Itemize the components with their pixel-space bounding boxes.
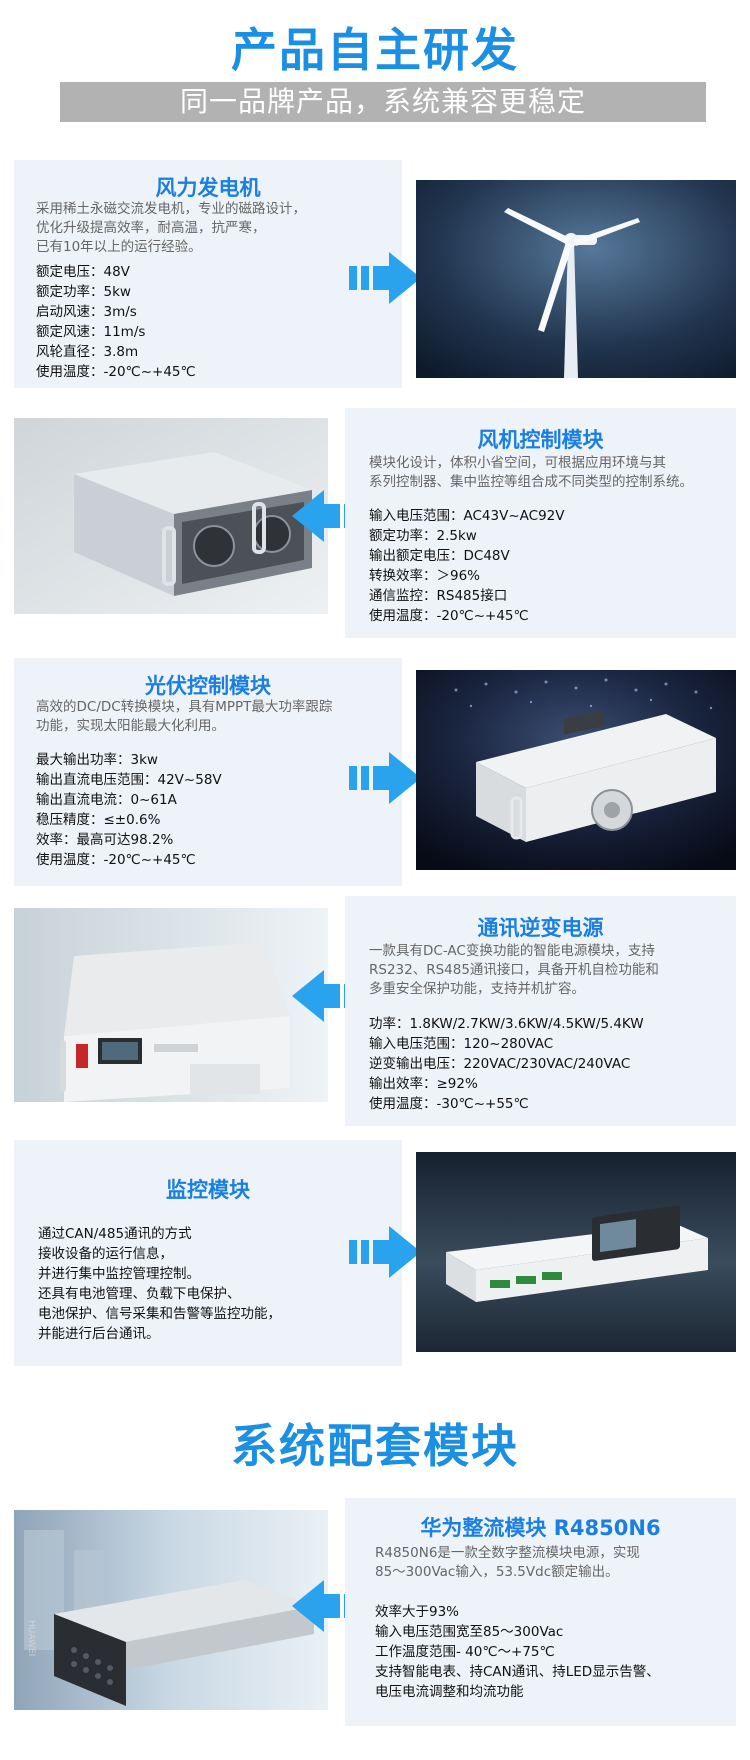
spec-item: 使用温度：-20℃~+45℃ [36,364,196,380]
huawei-rectifier-image: HUAWEI [14,1510,328,1710]
spec-item: 支持智能电表、持CAN通讯、持LED显示告警、 [375,1664,660,1680]
spec-item: 并进行集中监控管理控制。 [38,1266,200,1282]
section-description: R4850N6是一款全数字整流模块电源，实现 85～300Vac输入，53.5V… [375,1545,640,1580]
spec-item: 额定功率：5kw [36,284,131,300]
spec-item: 风轮直径：3.8m [36,344,139,360]
spec-item: 额定功率：2.5kw [369,528,477,544]
section-description: 一款具有DC-AC变换功能的智能电源模块，支持 RS232、RS485通讯接口，… [369,943,659,997]
spec-item: 输出额定电压：DC48V [369,548,510,564]
spec-item: 逆变输出电压：220VAC/230VAC/240VAC [369,1056,631,1072]
spec-item: 使用温度：-20℃~+45℃ [369,608,529,624]
subtitle-banner: 同一品牌产品，系统兼容更稳定 [60,82,706,122]
section-title: 光伏控制模块 [145,674,271,698]
spec-list: 输入电压范围：AC43V~AC92V 额定功率：2.5kw 输出额定电压：DC4… [369,506,565,626]
spec-item: 输出直流电流：0~61A [36,792,177,808]
spec-item: 并能进行后台通讯。 [38,1326,160,1342]
spec-item: 输入电压范围：AC43V~AC92V [369,508,565,524]
spec-list: 额定电压：48V 额定功率：5kw 启动风速：3m/s 额定风速：11m/s 风… [36,262,196,382]
pv-control-module-image [416,670,736,870]
huawei-rectifier-panel: 华为整流模块 R4850N6 R4850N6是一款全数字整流模块电源，实现 85… [345,1498,736,1726]
page-title: 产品自主研发 [231,23,519,77]
fan-control-module-image [14,418,328,614]
spec-item: 额定风速：11m/s [36,324,146,340]
spec-item: 输入电压范围：120~280VAC [369,1036,554,1052]
arrow-right-icon [345,250,441,306]
spec-item: 最大输出功率：3kw [36,752,158,768]
monitoring-module-panel: 监控模块 通过CAN/485通讯的方式 接收设备的运行信息， 并进行集中监控管理… [14,1140,402,1366]
spec-item: 通信监控：RS485接口 [369,588,508,604]
wind-generator-panel: 风力发电机 采用稀土永磁交流发电机，专业的磁路设计， 优化升级提高效率，耐高温，… [14,160,402,388]
pv-control-module-panel: 光伏控制模块 高效的DC/DC转换模块，具有MPPT最大功率跟踪 功能，实现太阳… [14,658,402,886]
spec-list: 通过CAN/485通讯的方式 接收设备的运行信息， 并进行集中监控管理控制。 还… [38,1224,281,1344]
brand-logo-text: HUAWEI [26,1620,36,1657]
section-title: 监控模块 [166,1178,250,1202]
monitoring-module-image [416,1152,736,1352]
spec-item: 还具有电池管理、负载下电保护、 [38,1286,241,1302]
spec-item: 工作温度范围- 40℃～+75℃ [375,1644,555,1660]
spec-item: 电压电流调整和均流功能 [375,1684,524,1700]
inverter-image [14,908,328,1102]
spec-item: 功率：1.8KW/2.7KW/3.6KW/4.5KW/5.4KW [369,1016,644,1032]
spec-item: 输出效率：≥92% [369,1076,478,1092]
arrow-right-icon [345,750,441,806]
inverter-panel: 通讯逆变电源 一款具有DC-AC变换功能的智能电源模块，支持 RS232、RS4… [345,896,736,1126]
spec-list: 最大输出功率：3kw 输出直流电压范围：42V~58V 输出直流电流：0~61A… [36,750,222,870]
spec-item: 接收设备的运行信息， [38,1246,173,1262]
spec-item: 输入电压范围宽至85～300Vac [375,1624,564,1640]
wind-turbine-image [416,180,736,378]
spec-item: 额定电压：48V [36,264,130,280]
spec-item: 输出直流电压范围：42V~58V [36,772,222,788]
spec-item: 稳压精度：≤±0.6% [36,812,161,828]
section-description: 模块化设计，体积小省空间，可根据应用环境与其 系列控制器、集中监控等组合成不同类… [369,455,693,490]
section-title: 风机控制模块 [477,428,604,452]
section-description: 高效的DC/DC转换模块，具有MPPT最大功率跟踪 功能，实现太阳能最大化利用。 [36,699,333,734]
spec-item: 通过CAN/485通讯的方式 [38,1226,192,1242]
spec-item: 效率大于93% [375,1604,460,1620]
spec-item: 转换效率：＞96% [369,568,481,584]
arrow-right-icon [345,1224,441,1280]
section-title: 风力发电机 [155,176,261,200]
section-title: 华为整流模块 R4850N6 [420,1516,661,1540]
spec-item: 效率：最高可达98.2% [36,832,174,848]
spec-list: 功率：1.8KW/2.7KW/3.6KW/4.5KW/5.4KW 输入电压范围：… [369,1014,644,1114]
section2-title: 系统配套模块 [231,1419,519,1473]
section-title: 通讯逆变电源 [477,916,604,940]
spec-item: 使用温度：-30℃~+55℃ [369,1096,529,1112]
spec-item: 电池保护、信号采集和告警等监控功能， [38,1306,281,1322]
spec-item: 使用温度：-20℃~+45℃ [36,852,196,868]
fan-control-module-panel: 风机控制模块 模块化设计，体积小省空间，可根据应用环境与其 系列控制器、集中监控… [345,408,736,638]
section-description: 采用稀土永磁交流发电机，专业的磁路设计， 优化升级提高效率，耐高温，抗严寒， 已… [36,201,306,255]
spec-item: 启动风速：3m/s [36,304,137,320]
spec-list: 效率大于93% 输入电压范围宽至85～300Vac 工作温度范围- 40℃～+7… [375,1602,660,1702]
